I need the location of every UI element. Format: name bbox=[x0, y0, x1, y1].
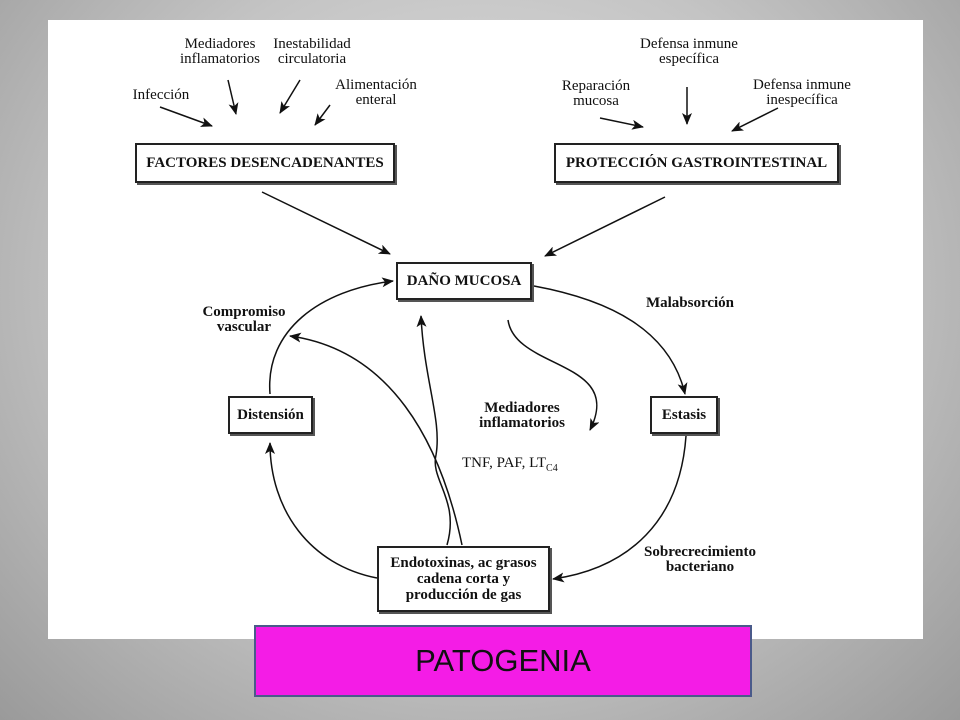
label-sobrecrecimiento-bacteriano: Sobrecrecimiento bacteriano bbox=[644, 544, 756, 575]
arrow-alimentacion bbox=[314, 104, 331, 126]
arrow-distension-dano bbox=[269, 277, 394, 395]
diagram-panel bbox=[48, 20, 923, 639]
arrow-endotoxinas-distension bbox=[265, 442, 378, 579]
arrow-inestabilidad bbox=[279, 79, 301, 114]
arrow-factores-dano bbox=[261, 191, 391, 255]
label-defensa-especifica: Defensa inmune específica bbox=[640, 36, 738, 67]
box-factores-desencadenantes: FACTORES DESENCADENANTES bbox=[135, 143, 395, 183]
arrow-estasis-endotoxinas bbox=[552, 435, 687, 583]
title-banner: PATOGENIA bbox=[254, 625, 752, 697]
arrow-endotoxinas-dano bbox=[416, 315, 452, 546]
arrow-proteccion-dano bbox=[544, 196, 666, 257]
label-mediadores-lista: TNF, PAF, LTC4 bbox=[462, 441, 592, 476]
label-defensa-inespecifica: Defensa inmune inespecífica bbox=[753, 77, 851, 108]
arrow-endotoxinas-compromiso bbox=[289, 332, 463, 546]
label-alimentacion-enteral: Alimentación enteral bbox=[335, 77, 417, 108]
label-mediadores-inflamatorios: Mediadores inflamatorios bbox=[180, 36, 260, 67]
label-compromiso-vascular: Compromiso vascular bbox=[202, 304, 286, 335]
box-proteccion-gastrointestinal: PROTECCIÓN GASTROINTESTINAL bbox=[554, 143, 839, 183]
box-dano-mucosa: DAÑO MUCOSA bbox=[396, 262, 532, 300]
label-mediadores-lista-text: TNF, PAF, LT bbox=[462, 455, 547, 471]
arrow-infeccion bbox=[159, 106, 213, 127]
label-infeccion: Infección bbox=[132, 87, 190, 103]
label-mediadores-inflamatorios-centro: Mediadores inflamatorios bbox=[479, 400, 565, 431]
label-inestabilidad-circulatoria: Inestabilidad circulatoria bbox=[273, 36, 351, 67]
label-malabsorcion: Malabsorción bbox=[645, 295, 735, 311]
arrow-mediadores bbox=[227, 79, 239, 115]
box-estasis: Estasis bbox=[650, 396, 718, 434]
arrow-dano-mediadores bbox=[507, 319, 600, 431]
arrow-reparacion bbox=[599, 117, 644, 130]
box-endotoxinas: Endotoxinas, ac grasos cadena corta y pr… bbox=[377, 546, 550, 612]
label-mediadores-subscript: C4 bbox=[546, 463, 558, 474]
box-distension: Distensión bbox=[228, 396, 313, 434]
arrow-defensa-inespecifica bbox=[731, 107, 779, 132]
arrow-dano-estasis bbox=[533, 285, 688, 395]
label-reparacion-mucosa: Reparación mucosa bbox=[561, 78, 631, 109]
